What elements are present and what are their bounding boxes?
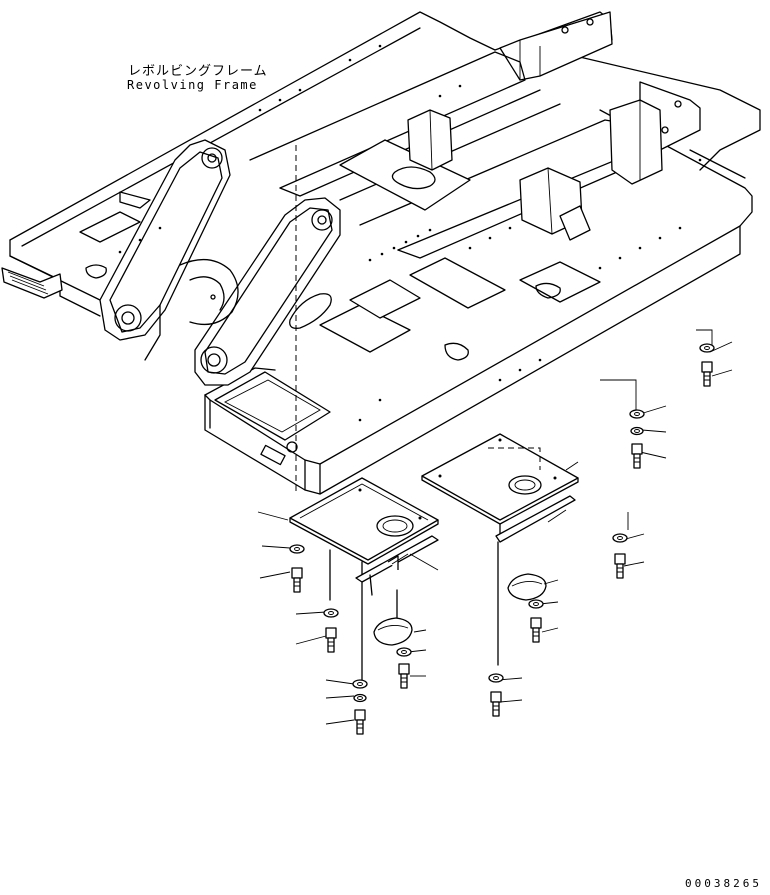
bolt <box>701 361 713 387</box>
washer <box>396 647 412 657</box>
washer <box>323 608 339 618</box>
washer <box>352 679 368 689</box>
washer <box>612 533 628 543</box>
washer <box>289 544 305 554</box>
washer <box>629 409 645 419</box>
bolt <box>325 627 337 653</box>
washer <box>528 599 544 609</box>
washer <box>630 426 644 436</box>
frame-bolt-holes <box>118 44 702 422</box>
revolving-frame <box>1 11 761 495</box>
bolt <box>631 443 643 469</box>
bolt <box>398 663 410 689</box>
hole-cover-right <box>507 573 547 601</box>
washers <box>289 343 715 703</box>
bolts <box>291 361 713 735</box>
bolt <box>354 709 366 735</box>
bolt <box>530 617 542 643</box>
frame-label-japanese: レボルビングフレーム <box>128 64 268 79</box>
hole-cover-left <box>373 589 413 646</box>
cover-plate-left <box>289 477 439 681</box>
washer <box>353 693 367 703</box>
strip-left <box>355 535 439 596</box>
bolt <box>291 567 303 593</box>
cover-plate-right <box>421 433 579 541</box>
washer <box>699 343 715 353</box>
bolt <box>614 553 626 579</box>
drawing-number: 00038265 <box>685 877 762 890</box>
frame-label-english: Revolving Frame <box>127 78 258 92</box>
bolt <box>490 691 502 717</box>
strip-right <box>495 495 576 666</box>
washer <box>488 673 504 683</box>
